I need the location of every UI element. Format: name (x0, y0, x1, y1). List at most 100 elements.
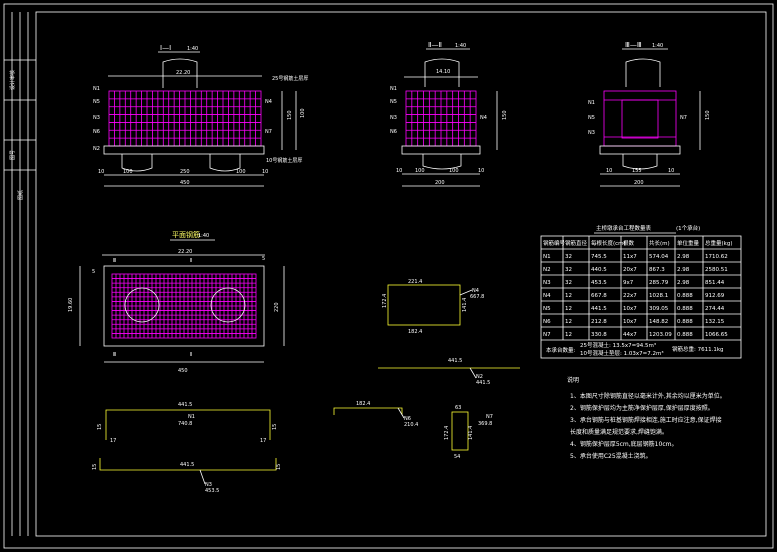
plan-mark-b: 5 (262, 256, 265, 262)
d-n7-top: 63 (455, 405, 461, 411)
table-cell: 309.05 (649, 306, 669, 312)
table-cell: 212.8 (591, 319, 607, 325)
table-summary-1: 25号混凝土: 13.5x7=94.5m³ (580, 341, 656, 349)
table-cell: 12 (565, 319, 572, 325)
section-2-title: Ⅱ—Ⅱ (428, 41, 442, 49)
table-cell: 2.98 (677, 280, 690, 286)
section-1-left-dim: 100 (123, 169, 133, 175)
table-cell: 912.69 (705, 293, 725, 299)
d-n3-l: 15 (92, 464, 98, 470)
table-cell: 0.888 (677, 306, 693, 312)
section-2-d1: 100 (415, 168, 425, 174)
section-1-edge-r: 10 (262, 169, 268, 175)
table-cell: 12 (565, 332, 572, 338)
section-1-title: Ⅰ—Ⅰ (160, 44, 171, 52)
plan-scale: 1:40 (198, 233, 209, 239)
titleblock-label-c: 图纸 (17, 190, 24, 200)
table-cell: 851.44 (705, 280, 725, 286)
outer-border (3, 3, 774, 549)
s1-n4: N4 (265, 99, 272, 105)
svg-text:Ⅱ: Ⅱ (190, 352, 192, 358)
table-cell: 10x7 (623, 306, 637, 312)
table-cell: 12 (565, 293, 572, 299)
table-cell: 32 (565, 267, 572, 273)
table-title: 主桥墩承台工程数量表 (596, 224, 652, 232)
table-cell: 330.8 (591, 332, 607, 338)
section-1-h1: 150 (287, 110, 293, 120)
d-n4-tag: N4 (472, 288, 479, 294)
table-header-cell: 每根长度(cm) (591, 239, 626, 247)
table-cell: 667.8 (591, 293, 607, 299)
d-n7-left: 172.4 (444, 426, 450, 440)
plan-title: 平面钢筋 (172, 230, 200, 239)
d-long-len: 441.5 (448, 358, 462, 364)
s1-n3: N3 (93, 115, 100, 121)
s1-n7: N7 (265, 129, 272, 135)
table-cell: 2.98 (677, 267, 690, 273)
section-3-d2: 155 (632, 168, 642, 174)
section-3-title: Ⅲ—Ⅲ (625, 41, 642, 49)
d-n4-sub: 667.8 (470, 294, 484, 300)
detail-n7: 63 172.4 141.4 54 N7 369.8 (444, 405, 493, 460)
section-3-h: 150 (705, 110, 711, 120)
section-2-top-dim: 14.10 (436, 69, 450, 75)
table-header-cell: 钢筋直径 (565, 239, 588, 247)
d-n1-top: 441.5 (178, 402, 192, 408)
rebar-grid-2 (406, 91, 476, 146)
s3-n7: N7 (680, 115, 687, 121)
d-n1-h2: 17 (260, 438, 266, 444)
section-2: Ⅱ—Ⅱ 1:40 14.10 100 100 200 10 10 150 N1 … (390, 41, 508, 187)
s1-n1: N1 (93, 86, 100, 92)
section-1-top-dim: 22.20 (176, 70, 190, 76)
table-cell: 2580.51 (705, 267, 728, 273)
section-1-note-bot: 10号钢筋土层厚 (266, 157, 302, 164)
table-cell: 10x7 (623, 319, 637, 325)
d-n6-tag: N6 (404, 416, 411, 422)
d-n3-sub: 453.5 (205, 488, 219, 494)
detail-n4: 221.4 172.4 182.4 141.4 N4 667.8 (382, 279, 484, 335)
d-n1-left: 15 (97, 424, 103, 430)
quantity-table: 主桥墩承台工程数量表 (1个承台) 钢筋编号钢筋直径每根长度(cm)根数 共长(m… (540, 224, 742, 359)
notes: 说明 1、本图尺寸除钢筋直径以毫米计外,其余均以厘米为单位。 2、钢筋保护层均为… (567, 376, 726, 460)
section-3: Ⅲ—Ⅲ 1:40 10 155 10 200 150 N1 N5 N3 N7 (588, 41, 711, 187)
table-cell: 0.888 (677, 293, 693, 299)
pile-circle-right (210, 287, 246, 323)
section-1-mid-dim: 250 (180, 169, 190, 175)
table-header-cell: 共长(m) (649, 239, 670, 247)
notes-heading: 说明 (567, 376, 579, 384)
table-cell: 44x7 (623, 332, 637, 338)
d-n1-sub: 740.8 (178, 421, 192, 427)
d-n6-len: 182.4 (356, 401, 370, 407)
d-n7-tag: N7 (486, 414, 493, 420)
table-summary-label: 本承台数量: (546, 346, 576, 354)
table-cell: 867.3 (649, 267, 665, 273)
table-cell: 0.888 (677, 319, 693, 325)
s1-n5: N5 (93, 99, 100, 105)
plan-view: 平面钢筋 1:40 22.20 5 5 450 19.60 220 Ⅲ Ⅱ Ⅲ … (68, 230, 285, 374)
table-cell: 1028.1 (649, 293, 668, 299)
section-2-edge-l: 10 (396, 168, 402, 174)
table-header-cell: 根数 (623, 239, 635, 247)
table-cell: 22x7 (623, 293, 637, 299)
section-1: Ⅰ—Ⅰ 1:40 22.20 100 250 100 450 10 10 150… (93, 44, 308, 187)
d-n1-right: 15 (272, 424, 278, 430)
s2-n3: N3 (390, 115, 397, 121)
table-cell: 12 (565, 306, 572, 312)
table-subtitle: (1个承台) (676, 224, 700, 232)
table-cell: N2 (543, 267, 551, 273)
titleblock-label-b: 图号 (10, 150, 16, 160)
plan-rebar-grid (112, 274, 256, 338)
svg-text:Ⅲ: Ⅲ (113, 352, 116, 358)
table-header-cell: 钢筋编号 (543, 239, 566, 247)
s2-n6: N6 (390, 129, 397, 135)
s3-n1: N1 (588, 100, 595, 106)
plan-side-r: 220 (274, 302, 280, 312)
d-n4-top: 221.4 (408, 279, 422, 285)
table-cell: 32 (565, 280, 572, 286)
s1-n6: N6 (93, 129, 100, 135)
d-n4-bottom: 182.4 (408, 329, 422, 335)
plan-mark-a: 5 (92, 269, 95, 275)
detail-long: 441.5 N2 441.5 (378, 358, 520, 386)
table-cell: 2.98 (677, 254, 690, 260)
